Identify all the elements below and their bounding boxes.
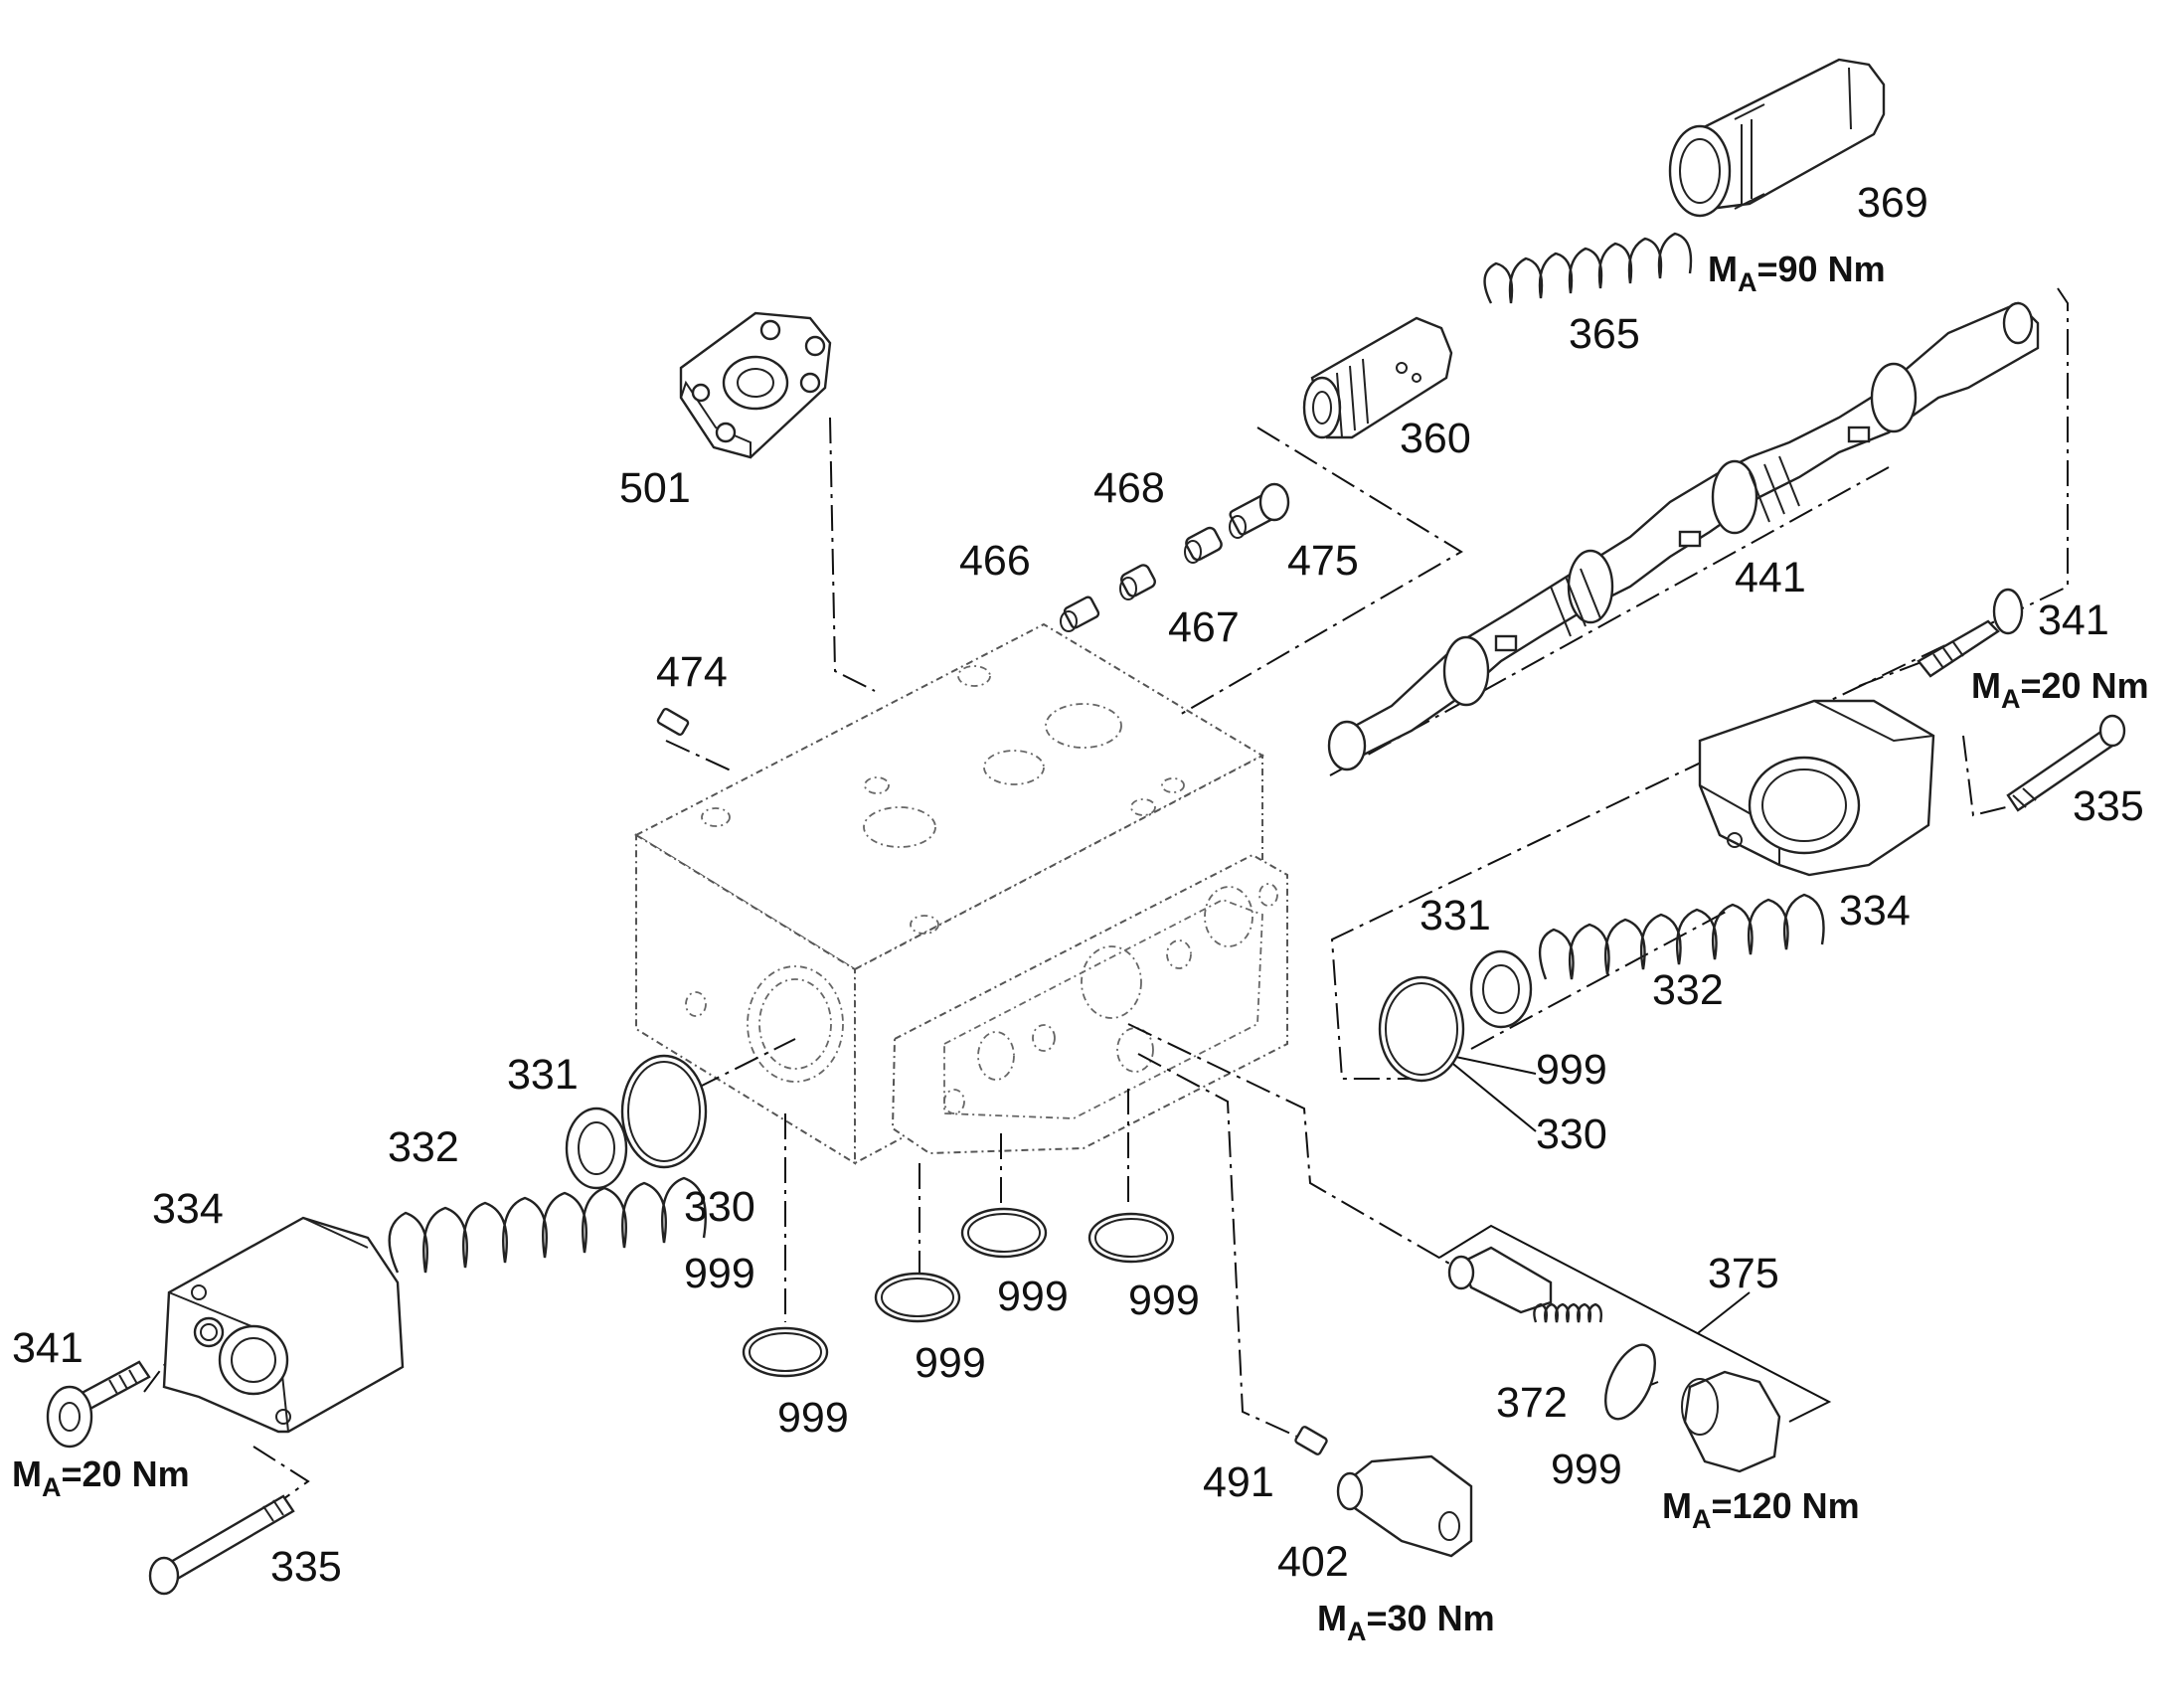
label-402: 402 xyxy=(1277,1538,1349,1586)
part-labels: 369 365 360 501 468 475 466 467 441 474 … xyxy=(12,179,2144,1591)
torque-341-right: MA=20 Nm xyxy=(1971,665,2149,714)
label-332-left: 332 xyxy=(388,1123,459,1171)
label-467: 467 xyxy=(1168,603,1240,651)
small-plugs xyxy=(656,482,1290,737)
part-365-spring xyxy=(1483,232,1693,304)
part-501-flange-cover xyxy=(679,311,832,459)
part-341-screw-left xyxy=(46,1360,151,1449)
torque-341-left: MA=20 Nm xyxy=(12,1453,190,1502)
label-999-right: 999 xyxy=(1536,1046,1607,1094)
part-330-oring-left xyxy=(620,1054,708,1169)
part-334-cap-left xyxy=(162,1216,405,1434)
label-334-right: 334 xyxy=(1839,887,1911,935)
part-360-sleeve xyxy=(1302,316,1453,439)
torque-375: MA=120 Nm xyxy=(1662,1485,1860,1534)
label-335-right: 335 xyxy=(2073,782,2144,830)
label-441: 441 xyxy=(1735,554,1806,601)
label-999-b: 999 xyxy=(915,1339,986,1387)
part-466-plug xyxy=(1060,596,1100,632)
label-491: 491 xyxy=(1203,1458,1274,1506)
part-375-assembly xyxy=(1447,1246,1781,1473)
label-999-375: 999 xyxy=(1551,1446,1622,1493)
label-501: 501 xyxy=(619,464,691,512)
torque-specs: MA=90 Nm MA=20 Nm MA=20 Nm MA=120 Nm MA=… xyxy=(12,249,2149,1646)
label-330-left: 330 xyxy=(684,1183,755,1231)
part-341-screw-right xyxy=(1917,588,2024,678)
label-341-left: 341 xyxy=(12,1324,84,1372)
label-474: 474 xyxy=(656,648,728,696)
torque-369: MA=90 Nm xyxy=(1708,249,1886,297)
label-341-right: 341 xyxy=(2038,597,2109,644)
label-335-left: 335 xyxy=(270,1543,342,1591)
label-332-right: 332 xyxy=(1652,966,1724,1014)
label-466: 466 xyxy=(959,537,1031,585)
label-330-right: 330 xyxy=(1536,1110,1607,1158)
label-365: 365 xyxy=(1569,310,1640,358)
label-331-left: 331 xyxy=(507,1051,579,1099)
label-360: 360 xyxy=(1400,415,1471,462)
label-999-c: 999 xyxy=(997,1273,1069,1320)
part-369-cap xyxy=(1668,58,1886,218)
part-334-cap-right xyxy=(1698,699,1935,877)
part-474-screw xyxy=(656,707,690,737)
part-475-plug xyxy=(1229,482,1290,539)
label-369: 369 xyxy=(1857,179,1928,227)
part-332-spring-right xyxy=(1538,893,1825,980)
valve-body xyxy=(633,622,1288,1165)
label-999-a: 999 xyxy=(777,1394,849,1442)
part-491-screw xyxy=(1294,1426,1328,1455)
label-334-left: 334 xyxy=(152,1185,224,1233)
label-372: 372 xyxy=(1496,1379,1568,1427)
part-332-spring-left xyxy=(388,1176,707,1274)
part-331-seal-left xyxy=(565,1107,628,1190)
part-467-plug xyxy=(1119,564,1156,600)
label-375: 375 xyxy=(1708,1250,1779,1297)
label-331-right: 331 xyxy=(1420,892,1491,939)
label-999-left: 999 xyxy=(684,1250,755,1297)
orings-999 xyxy=(742,1207,1175,1378)
part-441-spool xyxy=(1327,301,2040,771)
part-335-bolt-left xyxy=(148,1494,295,1596)
part-330-oring-right xyxy=(1378,975,1465,1083)
torque-402: MA=30 Nm xyxy=(1317,1598,1495,1646)
part-335-bolt-right xyxy=(2006,714,2126,812)
label-475: 475 xyxy=(1287,537,1359,585)
label-468: 468 xyxy=(1093,464,1165,512)
part-468-plug xyxy=(1184,526,1223,564)
part-402-fitting xyxy=(1336,1454,1473,1558)
label-999-d: 999 xyxy=(1128,1277,1200,1324)
part-331-seal-right xyxy=(1469,949,1533,1029)
